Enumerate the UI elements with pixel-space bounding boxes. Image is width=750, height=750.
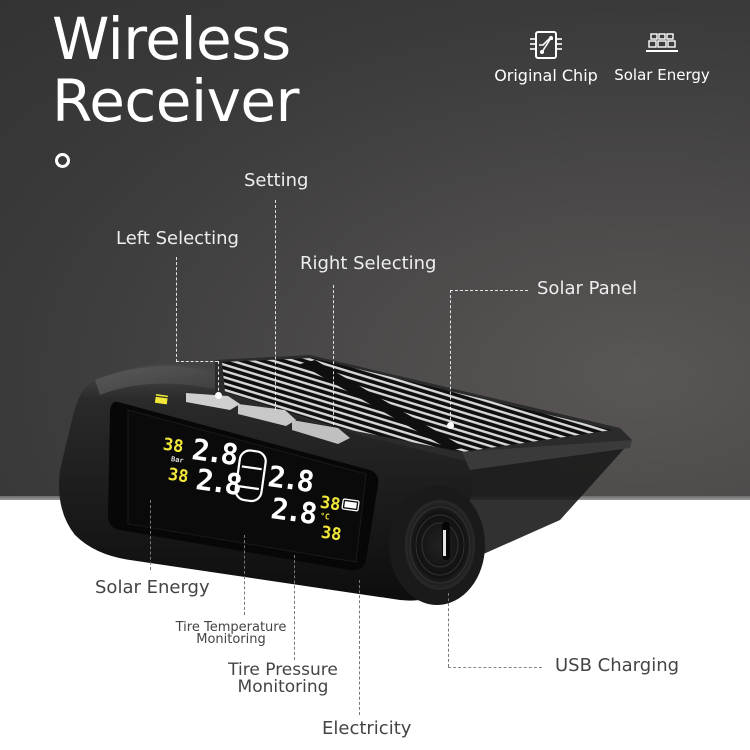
leader-line-right-selecting xyxy=(333,285,334,425)
leader-line-tire-pressure xyxy=(294,555,295,660)
feature-original-chip: Original Chip xyxy=(494,30,598,85)
callout-setting: Setting xyxy=(244,170,309,191)
feature-label: Solar Energy xyxy=(614,66,710,84)
callout-right-selecting: Right Selecting xyxy=(300,253,437,274)
feature-solar-energy: Solar Energy xyxy=(612,30,712,84)
leader-line-left-selecting-h xyxy=(176,361,218,362)
feature-label: Original Chip xyxy=(494,66,598,85)
callout-tire-pressure: Tire Pressure Monitoring xyxy=(228,660,338,697)
leader-line-usb-charging-v xyxy=(448,593,449,667)
leader-line-left-selecting xyxy=(176,257,177,362)
pressure-rear-left: 2.8 xyxy=(193,462,242,502)
page-title: Wireless Receiver xyxy=(52,8,299,132)
leader-line-solar-panel-v xyxy=(450,290,451,425)
leader-line-solar-energy xyxy=(150,500,151,570)
temp-right-bottom: 38 xyxy=(319,522,343,546)
temp-left-top: 38 xyxy=(161,434,185,458)
leader-line-tire-temperature xyxy=(244,535,245,615)
circle-bullet-icon xyxy=(55,153,70,168)
temp-left-bottom: 38 xyxy=(166,464,190,488)
callout-usb-charging: USB Charging xyxy=(555,655,680,676)
pressure-rear-right: 2.8 xyxy=(268,491,317,531)
solar-panel-icon xyxy=(646,33,678,52)
leader-dot xyxy=(215,392,222,399)
title-line-1: Wireless xyxy=(52,5,291,73)
callout-solar-energy: Solar Energy xyxy=(95,577,210,598)
car-icon xyxy=(234,449,267,503)
callout-left-selecting: Left Selecting xyxy=(116,228,239,249)
callout-solar-panel: Solar Panel xyxy=(537,278,638,299)
leader-line-setting xyxy=(275,200,276,410)
leader-line-solar-panel-h xyxy=(450,290,528,291)
leader-line-left-selecting-v2 xyxy=(218,361,219,396)
title-line-2: Receiver xyxy=(52,67,299,135)
leader-line-electricity xyxy=(359,580,360,715)
temperature-unit-label: °C xyxy=(319,511,331,522)
leader-line-usb-charging-h xyxy=(448,667,542,668)
callout-electricity: Electricity xyxy=(322,718,412,739)
leader-dot xyxy=(447,422,454,429)
callout-tire-temperature: Tire Temperature Monitoring xyxy=(175,620,287,647)
solar-indicator-icon xyxy=(154,394,168,405)
chip-icon xyxy=(530,31,562,59)
pressure-unit-label: Bar xyxy=(170,455,185,465)
